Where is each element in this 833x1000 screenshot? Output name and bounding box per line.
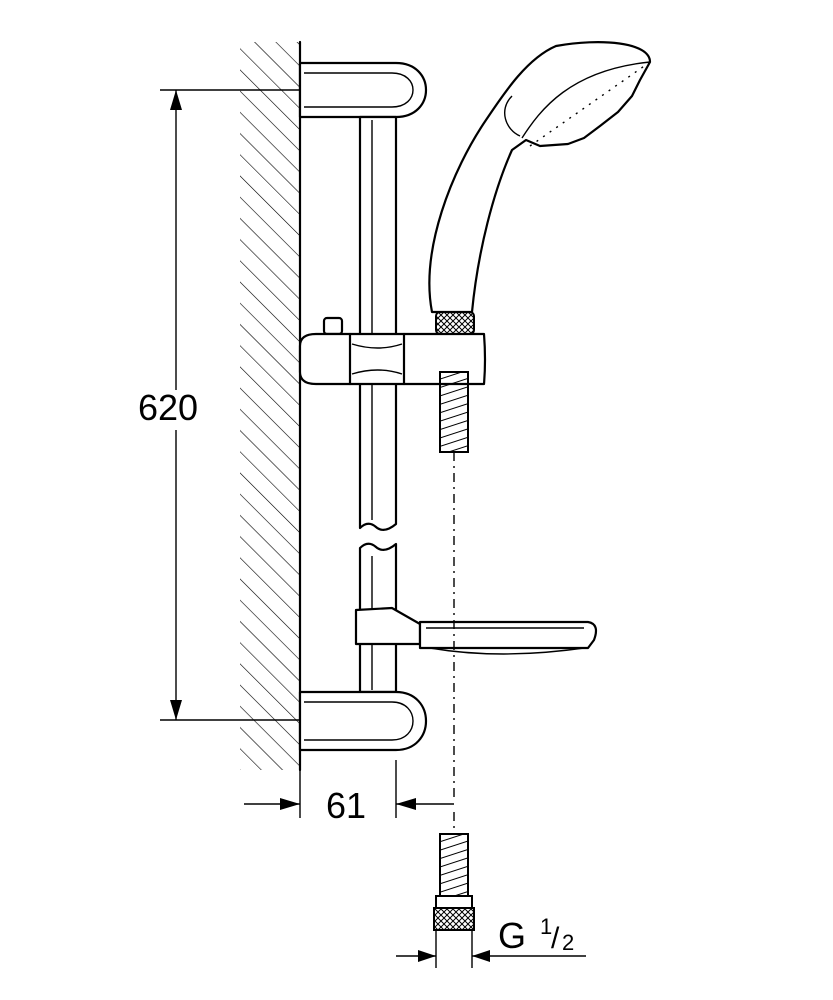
hand-shower [428, 41, 652, 314]
bottom-wall-bracket [298, 690, 428, 752]
thread-numerator: 1 [540, 914, 552, 939]
thread-prefix: G [498, 915, 526, 956]
thread-denominator: 2 [562, 930, 574, 955]
soap-dish [354, 606, 598, 655]
thread-dimension: G 1 / 2 [396, 914, 586, 968]
holder-knob [322, 316, 344, 336]
height-dimension: 620 [138, 89, 300, 721]
thread-slash: / [551, 922, 560, 955]
top-wall-bracket [298, 61, 428, 119]
rail-upper-segment [358, 115, 398, 531]
depth-dimension: 61 [244, 760, 454, 826]
wall [240, 40, 302, 772]
hose-lower [439, 833, 469, 897]
hand-shower-connector [435, 311, 475, 335]
depth-value: 61 [326, 785, 366, 826]
height-value: 620 [138, 387, 198, 428]
wall-hatching [240, 42, 300, 770]
hose-lower-end [433, 812, 475, 931]
hose-nut [433, 907, 475, 931]
slide-holder [298, 316, 487, 386]
hose-upper [439, 371, 469, 453]
